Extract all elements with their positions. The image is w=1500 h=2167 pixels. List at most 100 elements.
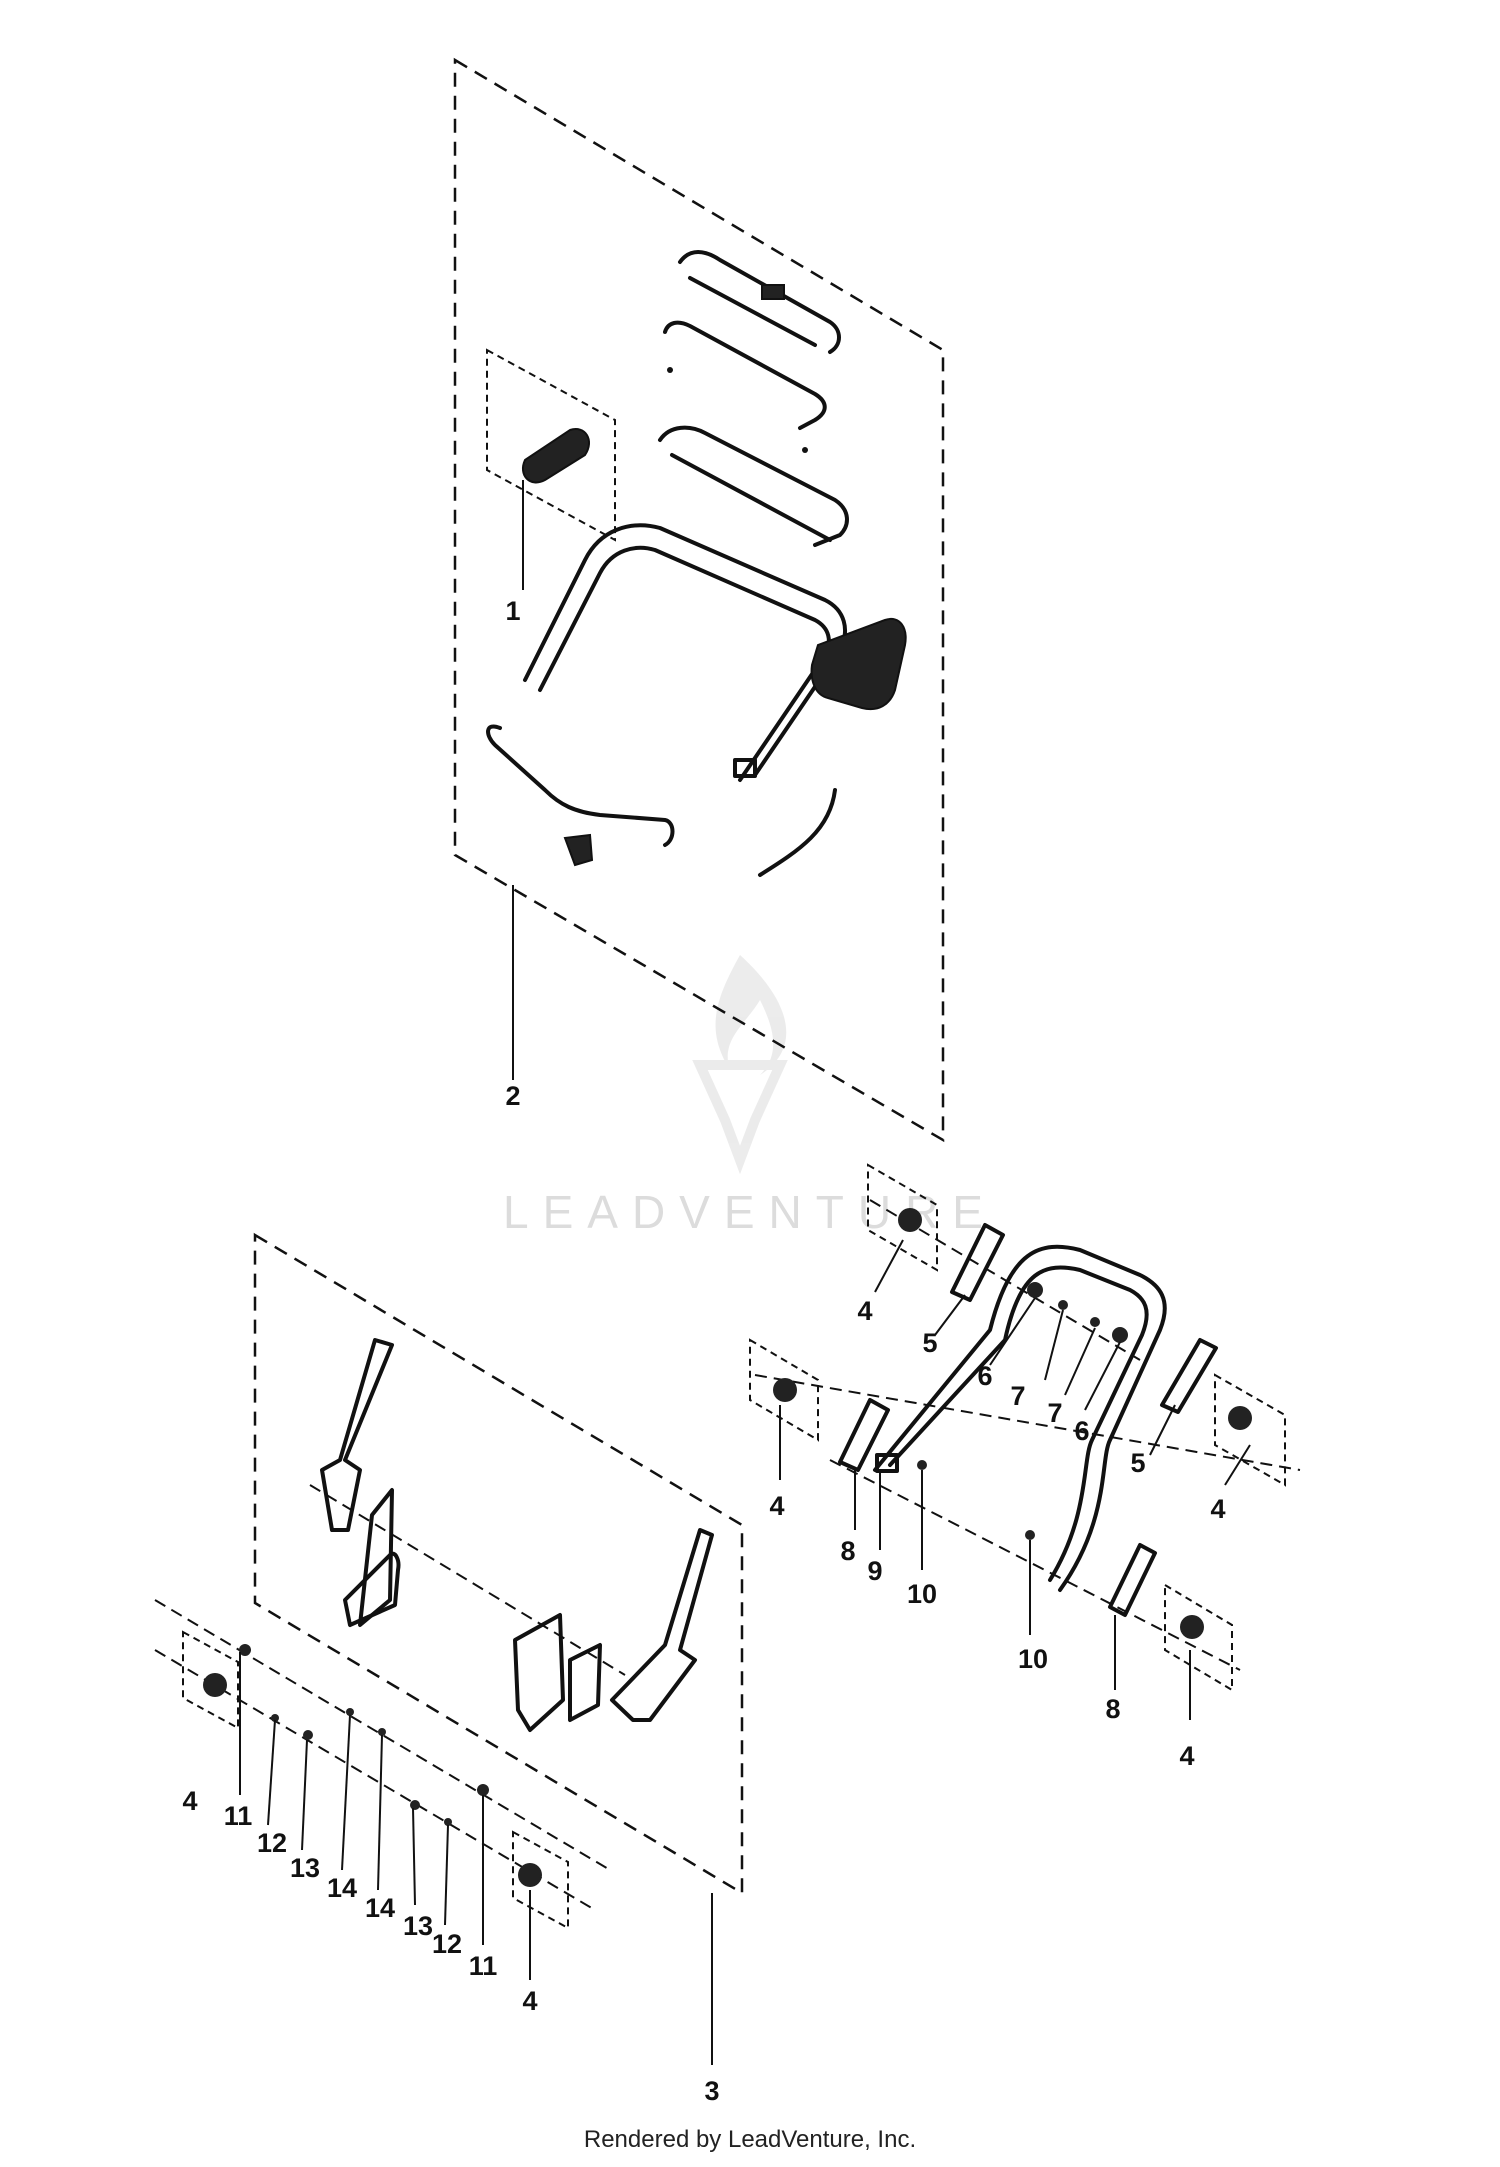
callout-7-right: 7 (1047, 1398, 1062, 1428)
callout-4-lower-right: 4 (522, 1986, 537, 2016)
knob-icon (203, 1673, 227, 1697)
spacer-5-right-icon (1160, 1338, 1218, 1414)
callout-4-upper: 4 (857, 1296, 872, 1326)
knob-icon (1228, 1406, 1252, 1430)
callout-4-lower-left: 4 (182, 1786, 197, 1816)
spacer-5-left-icon (950, 1223, 1005, 1302)
callout-11-right: 11 (469, 1951, 498, 1981)
callout-6-left: 6 (977, 1361, 992, 1391)
nut-icon (303, 1730, 313, 1740)
washer-icon (477, 1784, 489, 1796)
leader-12b (444, 1824, 449, 1926)
upper-tube-inner (670, 453, 832, 542)
watermark-logo-icon (692, 955, 788, 1175)
spacer-9-icon (875, 1453, 899, 1473)
callout-7-left: 7 (1010, 1381, 1025, 1411)
footer-text: Rendered by LeadVenture, Inc. (584, 2126, 916, 2153)
callout-11-left: 11 (224, 1801, 253, 1831)
lower-bracket-assembly (253, 1232, 744, 2065)
spacer-8-right-icon (1108, 1543, 1157, 1617)
washer-icon (444, 1818, 452, 1826)
left-arm-icon (320, 1338, 394, 1532)
spacer-8-left-icon (838, 1398, 890, 1472)
bolt-icon (378, 1728, 386, 1736)
nut-icon (410, 1800, 420, 1810)
callout-4-right: 4 (1210, 1494, 1225, 1524)
callout-4-mid-left: 4 (769, 1491, 784, 1521)
handle-grip-inner (688, 276, 817, 347)
knob-box (1214, 1373, 1286, 1487)
grip-clip-icon (761, 284, 785, 300)
washer-icon (239, 1644, 251, 1656)
bolt-10-icon (917, 1460, 927, 1470)
left-plate-icon (343, 1551, 401, 1627)
knob-box-right (512, 1830, 569, 1930)
upper-handle-assembly (453, 57, 945, 1143)
left-spring-icon (358, 1488, 394, 1627)
callout-10-right: 10 (1018, 1644, 1048, 1674)
bolt-10-icon (1025, 1530, 1035, 1540)
knob-box (1164, 1583, 1233, 1692)
right-arm-icon (610, 1528, 714, 1722)
knob-box (867, 1163, 938, 1272)
mid-handle-inner (888, 1265, 1149, 1582)
callout-4-bottom-right: 4 (1179, 1741, 1194, 1771)
leader-7b (1064, 1327, 1096, 1396)
callout-12-right: 12 (432, 1929, 462, 1959)
knob-icon (1180, 1615, 1204, 1639)
callout-5-left: 5 (922, 1328, 937, 1358)
callout-10-left: 10 (907, 1579, 937, 1609)
leader-5b (1149, 1404, 1176, 1456)
upper-wire-bar-icon (663, 320, 827, 430)
middle-axis (754, 1374, 1301, 1471)
screw-dot (802, 447, 808, 453)
bracket-axis (309, 1484, 626, 1676)
upper-tube-icon (658, 425, 849, 547)
knob-box (749, 1338, 819, 1442)
washer-icon (271, 1714, 279, 1722)
callout-12-left: 12 (257, 1828, 287, 1858)
mid-handle-assembly (749, 1163, 1301, 1720)
bail-wire-icon (486, 724, 675, 847)
mid-handle-icon (873, 1244, 1167, 1592)
assembly-2-box (453, 57, 945, 1143)
leader-14b (377, 1734, 383, 1891)
leader-4b (1224, 1444, 1251, 1486)
leader-6 (989, 1297, 1036, 1366)
leader-13b (412, 1807, 416, 1906)
callout-13-right: 13 (403, 1911, 433, 1941)
screw-dot (667, 367, 673, 373)
throttle-control-icon (522, 428, 590, 484)
leader-14a (341, 1714, 351, 1871)
leader-5 (934, 1294, 966, 1336)
callout-1: 1 (505, 596, 520, 626)
knob-icon (898, 1208, 922, 1232)
washer-7-icon (1058, 1300, 1068, 1310)
callout-13-left: 13 (290, 1853, 320, 1883)
lower-hardware-row (154, 1599, 611, 1980)
cable-clip-icon (563, 833, 594, 867)
callout-5-right: 5 (1130, 1448, 1145, 1478)
knob-icon (518, 1863, 542, 1887)
leader-12a (267, 1719, 276, 1826)
bolt-icon (346, 1708, 354, 1716)
leader-7 (1044, 1309, 1064, 1381)
callout-8-right: 8 (1105, 1694, 1120, 1724)
callout-14-left: 14 (327, 1873, 357, 1903)
knob-icon (773, 1378, 797, 1402)
assembly-3-box (253, 1232, 744, 1896)
handle-grip-icon (678, 250, 841, 354)
lower-axis (829, 1459, 1241, 1671)
callout-8-left: 8 (840, 1536, 855, 1566)
callout-2: 2 (505, 1081, 520, 1111)
nut-6-icon (1112, 1327, 1128, 1343)
right-plate-icon (513, 1613, 565, 1732)
small-plate-icon (733, 758, 757, 778)
leader-13a (301, 1739, 308, 1851)
washer-7-icon (1090, 1317, 1100, 1327)
leader-6b (1084, 1341, 1121, 1411)
knob-box-left (182, 1630, 239, 1730)
cable-icon (758, 788, 837, 877)
callout-6-right: 6 (1074, 1416, 1089, 1446)
